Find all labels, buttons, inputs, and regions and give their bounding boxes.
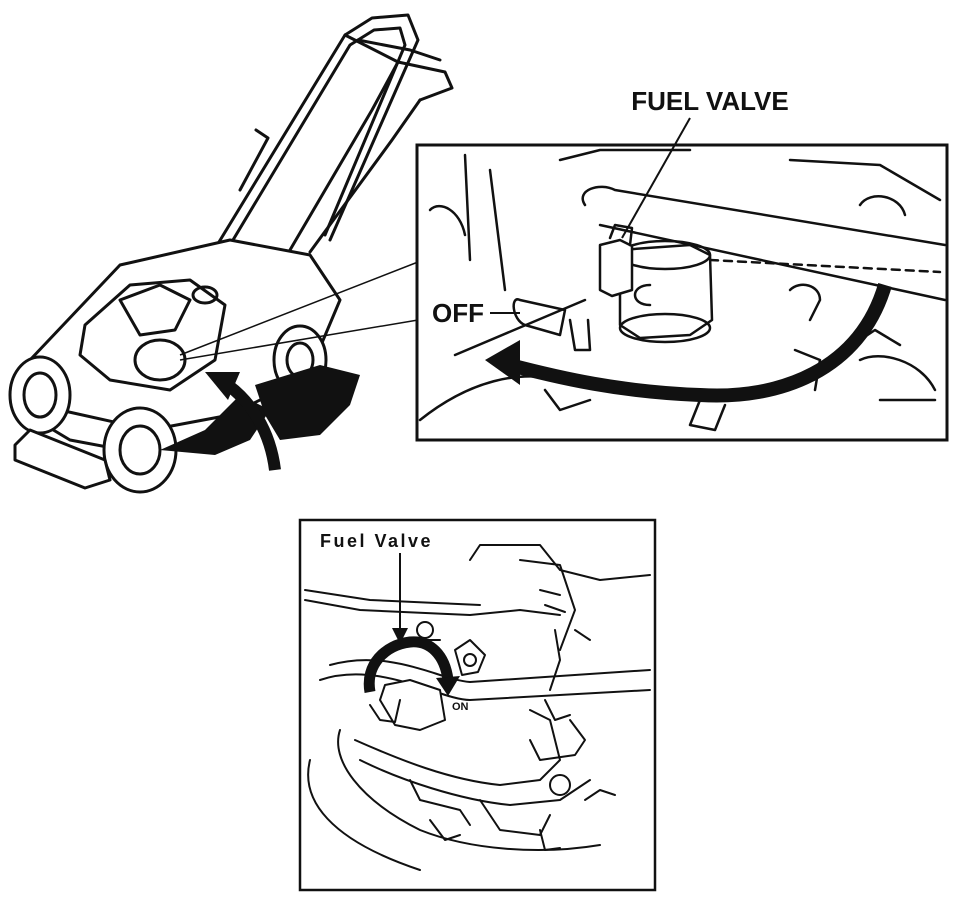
turn-on-arrowhead: [436, 676, 460, 696]
fuel-valve-on-detail: [298, 518, 657, 892]
off-position-label: OFF: [432, 298, 484, 328]
callout-lines: [179, 261, 419, 361]
fuel-valve-label: FUEL VALVE: [631, 86, 788, 116]
turn-on-arrow: [363, 636, 454, 693]
turn-off-arrow: [508, 282, 892, 403]
on-position-label: ON: [452, 701, 469, 713]
rotation-arrow-mower: [205, 372, 281, 471]
lawn-mower-drawing: [8, 13, 454, 494]
turn-off-arrowhead: [485, 340, 520, 385]
fuel-valve-label-bottom: Fuel Valve: [320, 531, 433, 551]
fuel-valve-leader-line: [621, 117, 691, 239]
fuel-valve-zoom-detail: [415, 143, 949, 442]
